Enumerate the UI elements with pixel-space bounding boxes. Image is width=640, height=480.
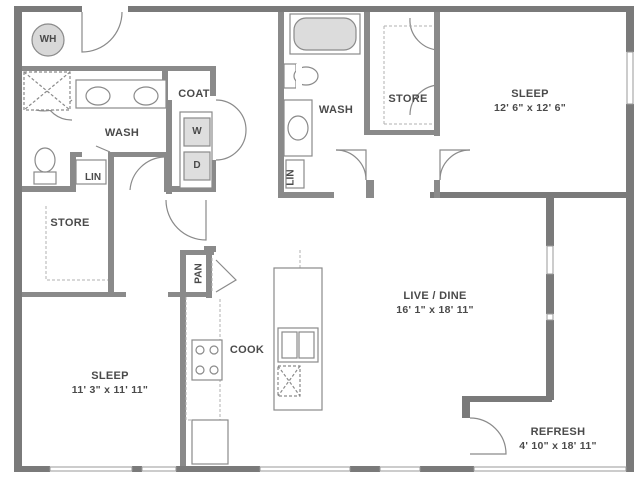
room-dimensions: 11' 3" x 11' 11" — [71, 384, 149, 396]
room-name: SLEEP — [511, 88, 549, 100]
stove-icon — [191, 339, 223, 381]
water-heater-label: WH — [39, 34, 57, 45]
shower-icon — [23, 71, 71, 111]
refrigerator-icon — [191, 419, 229, 465]
washer-label: W — [192, 126, 202, 137]
dryer-label: D — [193, 160, 201, 171]
windows — [49, 51, 634, 472]
room-label-refresh: REFRESH 4' 10" x 18' 11" — [498, 426, 618, 452]
sink-icon — [287, 115, 309, 141]
room-label-wash-main: WASH — [104, 127, 140, 139]
exterior-walls — [14, 6, 634, 472]
room-label-lin-secondary: LIN — [285, 169, 297, 186]
room-label-wash-secondary: WASH — [318, 104, 354, 116]
room-name: SLEEP — [91, 370, 129, 382]
dryer-icon — [183, 151, 211, 181]
room-name: REFRESH — [530, 426, 586, 438]
sink-icon — [133, 86, 159, 106]
bathtub-icon — [293, 17, 357, 51]
room-label-sleep-secondary: SLEEP 11' 3" x 11' 11" — [40, 370, 180, 396]
room-name: LIVE / DINE — [403, 290, 467, 302]
water-heater-icon — [31, 23, 65, 57]
room-label-coat: COAT — [178, 88, 210, 100]
room-label-store-top: STORE — [388, 93, 428, 105]
room-label-store-left: STORE — [50, 217, 90, 229]
fixtures — [23, 13, 361, 465]
room-label-cook: COOK — [229, 344, 265, 356]
room-label-pan: PAN — [193, 263, 205, 284]
sink-icon — [85, 86, 111, 106]
room-label-lin-main: LIN — [84, 172, 102, 183]
room-label-live-dine: LIVE / DINE 16' 1" x 18' 11" — [360, 290, 510, 316]
room-dimensions: 16' 1" x 18' 11" — [396, 304, 474, 316]
toilet-icon — [34, 147, 56, 173]
room-label-sleep-main: SLEEP 12' 6" x 12' 6" — [470, 88, 590, 114]
washer-icon — [183, 117, 211, 147]
room-dimensions: 12' 6" x 12' 6" — [494, 102, 566, 114]
room-dimensions: 4' 10" x 18' 11" — [519, 440, 597, 452]
